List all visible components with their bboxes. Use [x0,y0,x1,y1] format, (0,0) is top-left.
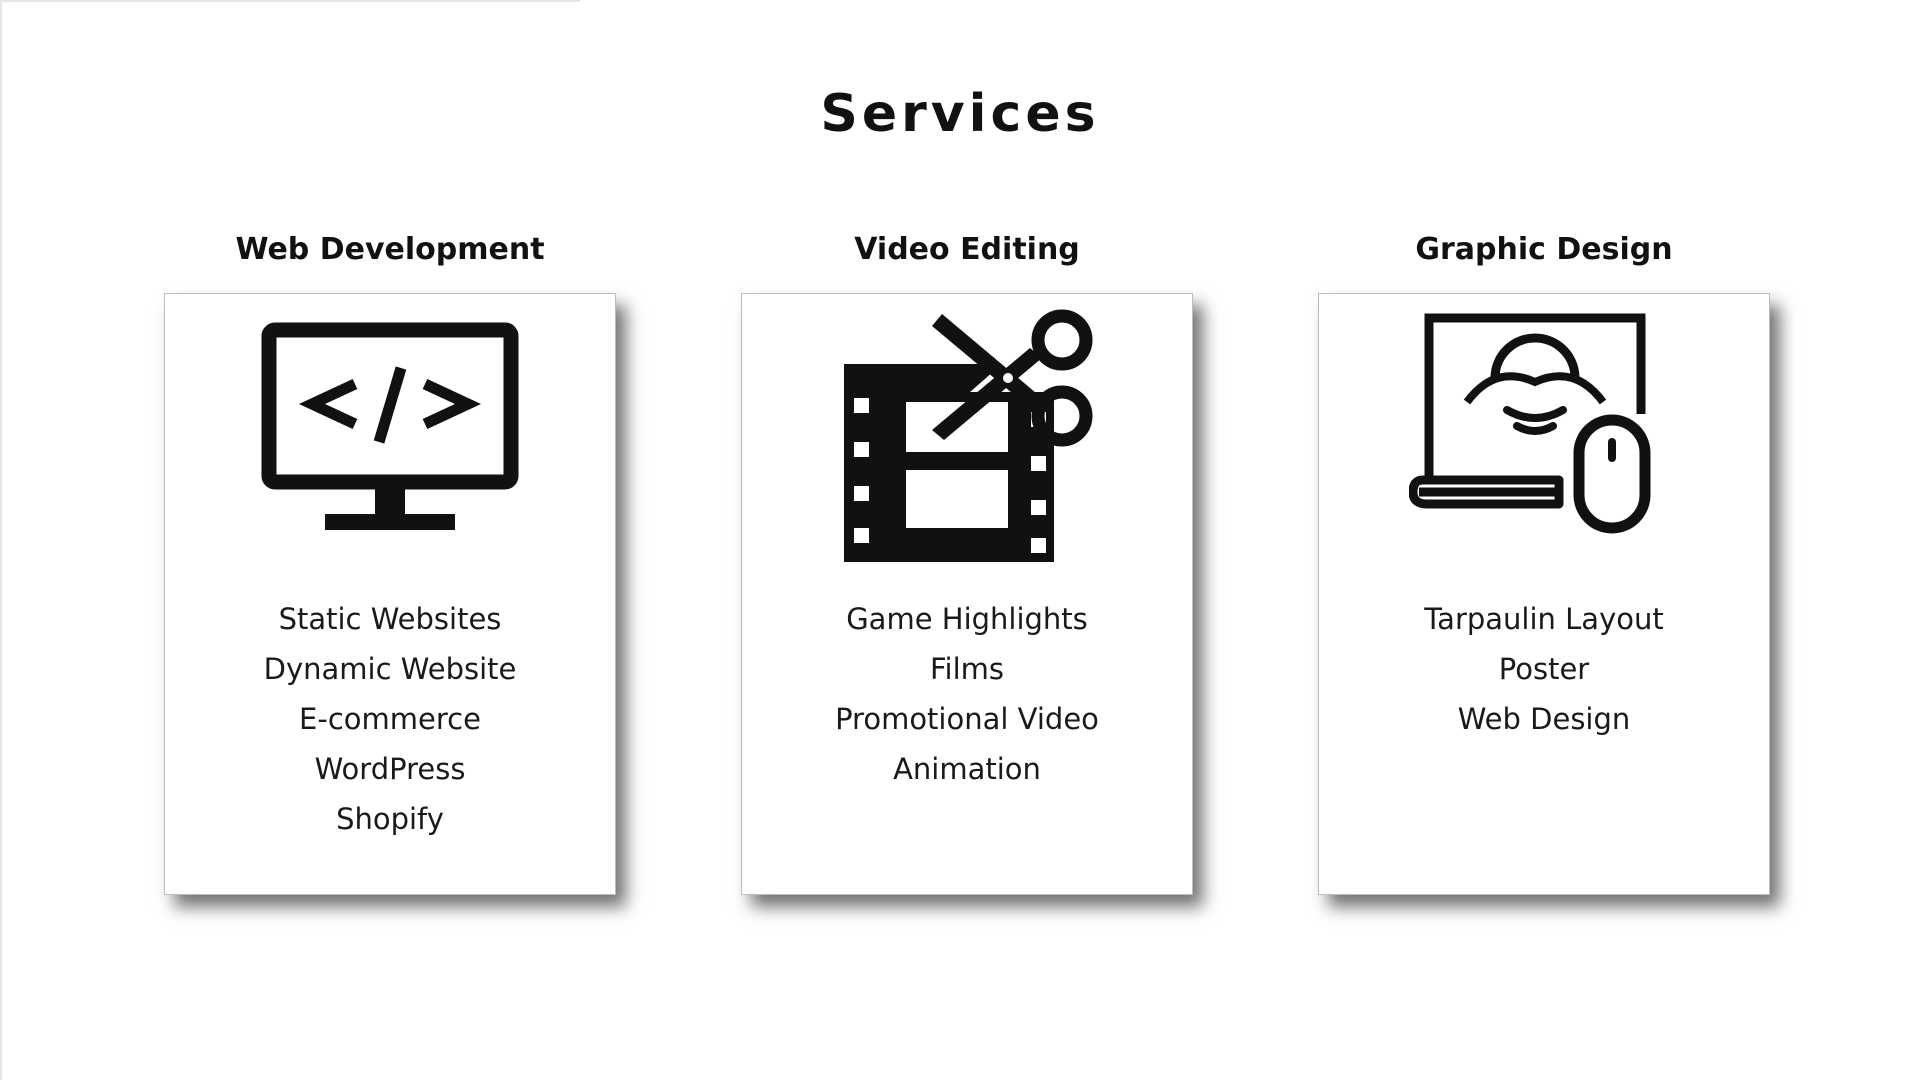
service-heading: Video Editing [854,232,1080,267]
service-heading: Web Development [235,232,545,267]
list-item: Tarpaulin Layout [1424,602,1664,636]
monitor-code-icon [255,302,525,562]
list-item: Game Highlights [846,602,1088,636]
list-item: Shopify [336,802,444,836]
design-monitor-mouse-icon [1409,302,1679,562]
page-frame-top [0,0,580,2]
service-heading: Graphic Design [1415,232,1673,267]
service-card: Static Websites Dynamic Website E-commer… [164,293,616,895]
service-items: Static Websites Dynamic Website E-commer… [165,594,615,844]
list-item: Dynamic Website [263,652,517,686]
service-card: Game Highlights Films Promotional Video … [741,293,1193,895]
list-item: Web Design [1457,702,1631,736]
list-item: Animation [893,752,1041,786]
service-items: Game Highlights Films Promotional Video … [742,594,1192,794]
page-title: Services [820,84,1100,144]
list-item: WordPress [314,752,466,786]
list-item: Static Websites [278,602,502,636]
page-frame-left [0,0,2,1080]
service-video-editing: Video Editing [741,228,1193,895]
list-item: Films [929,652,1005,686]
film-scissors-icon [832,302,1102,562]
list-item: Promotional Video [835,702,1099,736]
service-web-development: Web Development Static Websites Dynamic … [164,228,616,895]
service-items: Tarpaulin Layout Poster Web Design [1319,594,1769,744]
list-item: E-commerce [299,702,481,736]
service-card: Tarpaulin Layout Poster Web Design [1318,293,1770,895]
list-item: Poster [1498,652,1590,686]
service-graphic-design: Graphic Design Tarpaulin Layout [1318,228,1770,895]
